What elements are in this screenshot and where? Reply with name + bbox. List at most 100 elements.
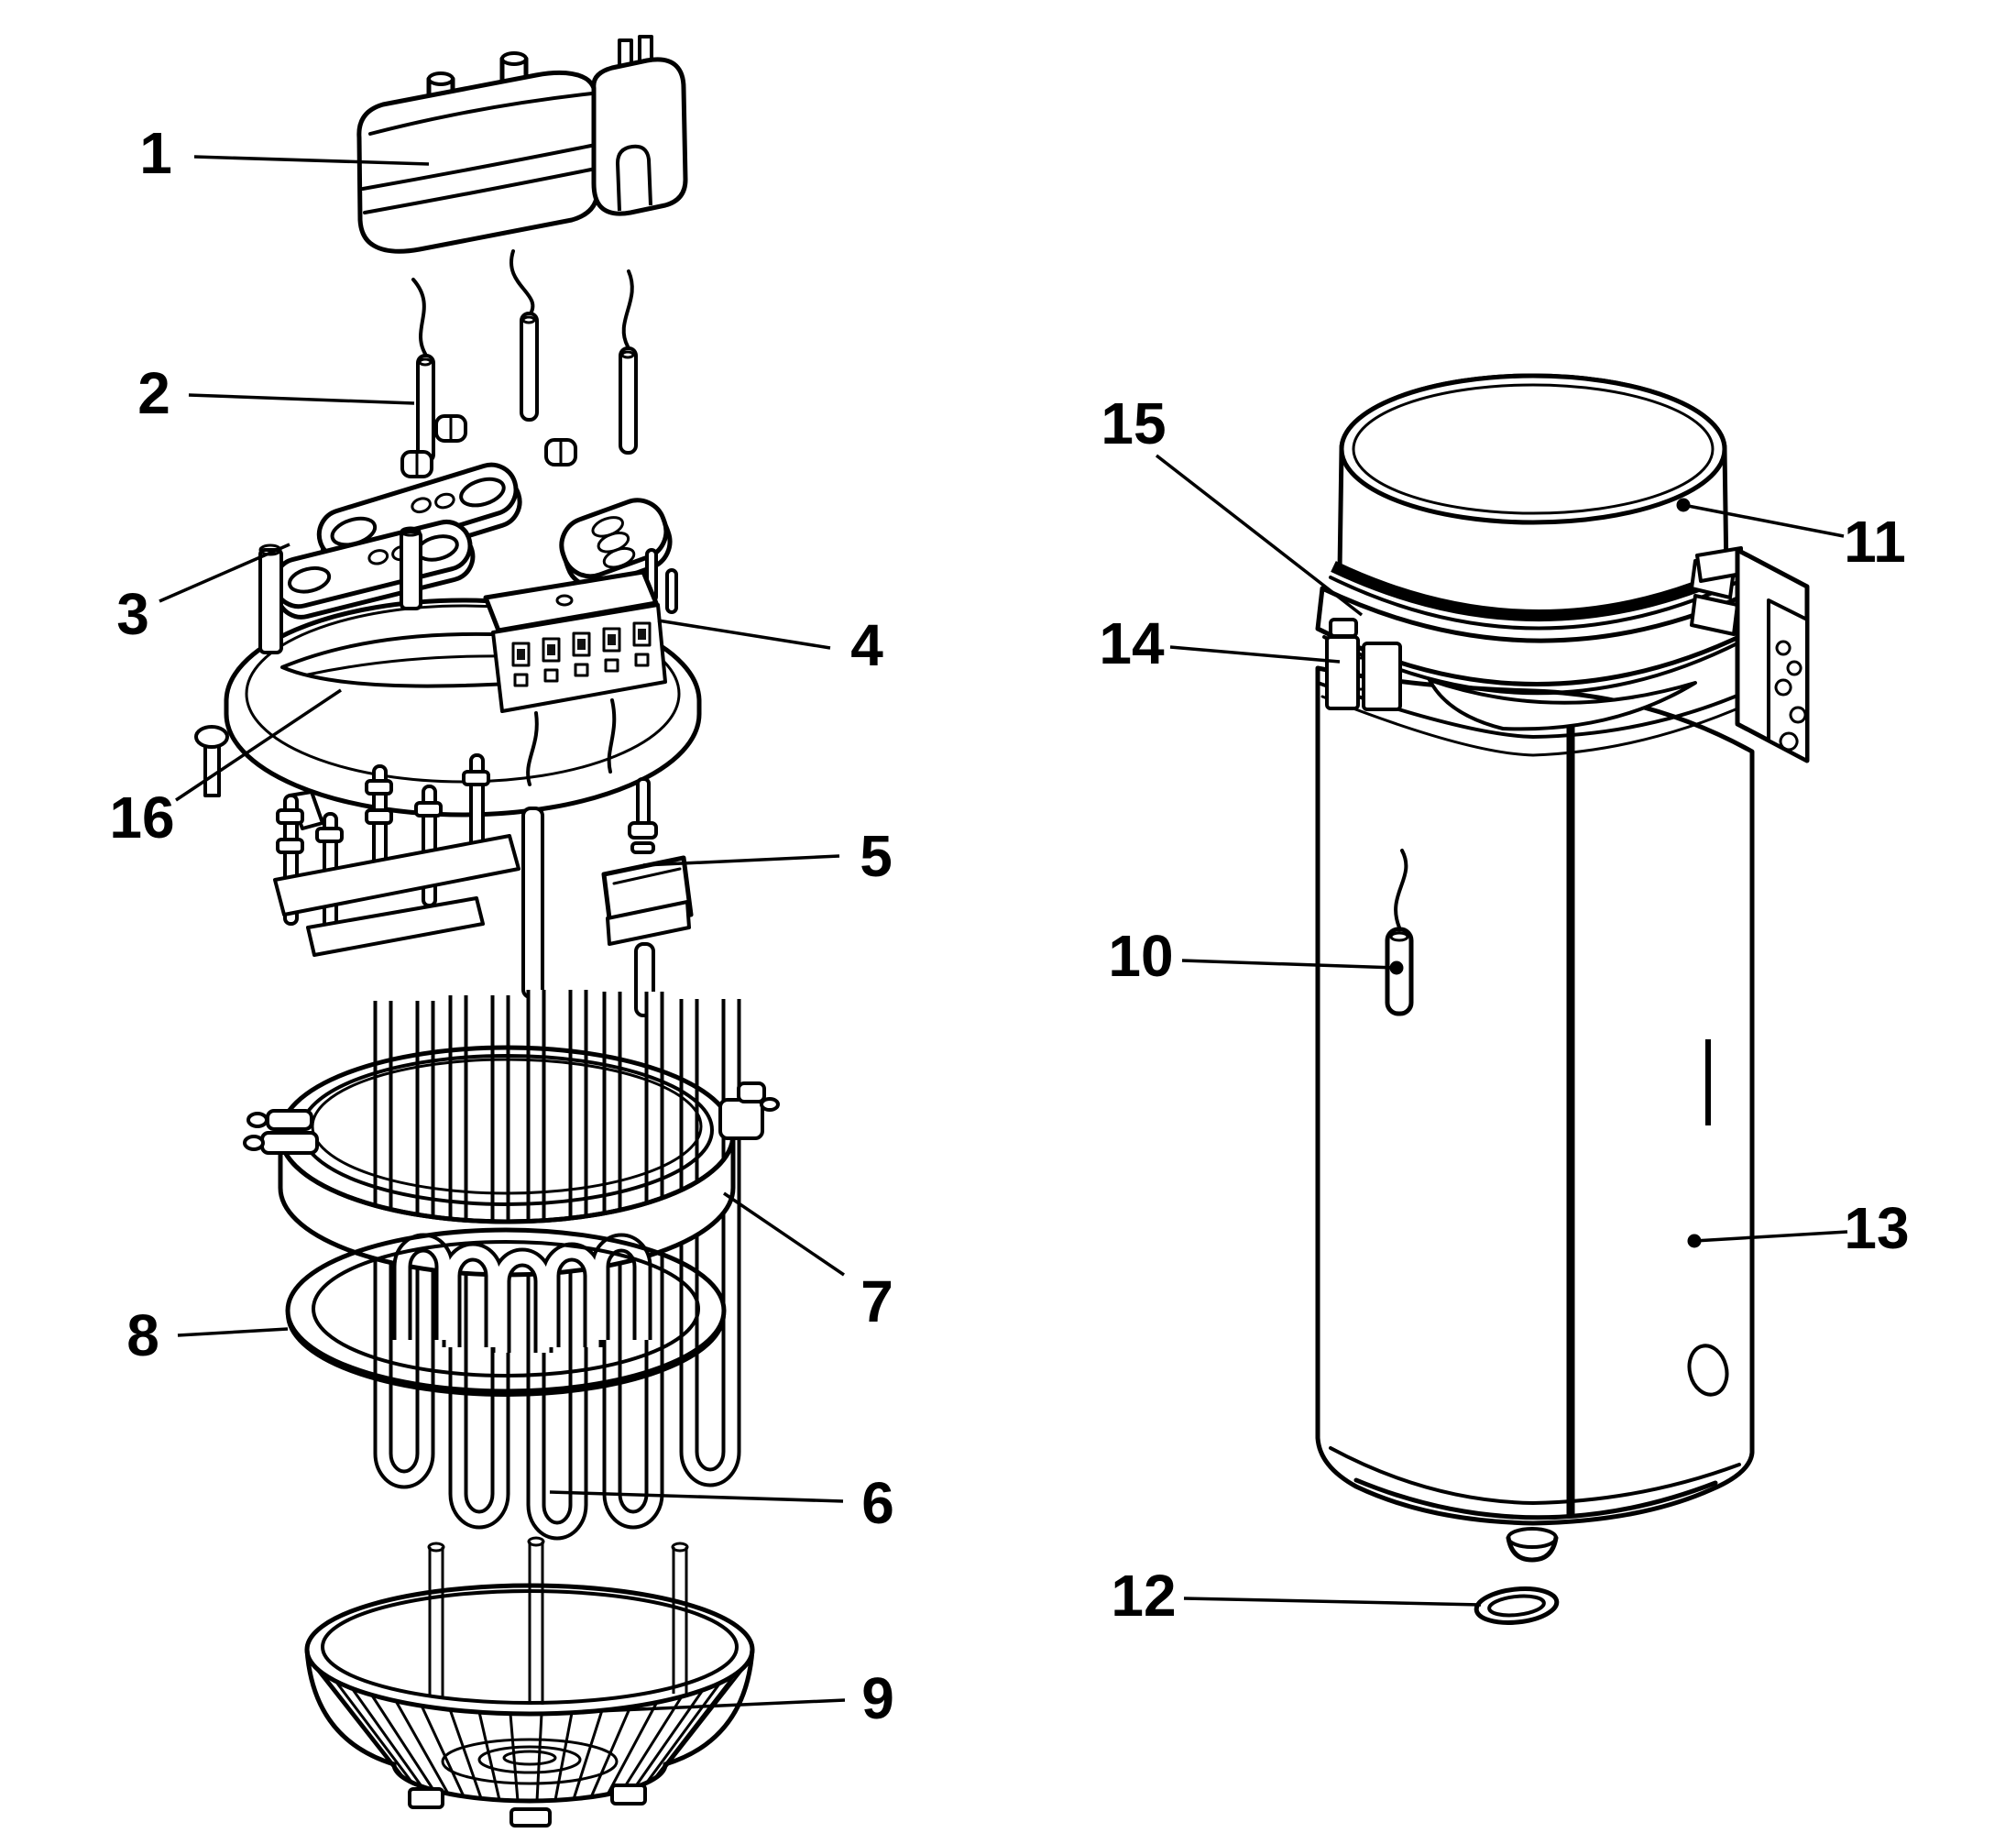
bushing-stud <box>636 777 651 830</box>
callout-5-leader <box>642 854 840 867</box>
thermostat-band-line-2 <box>363 167 597 214</box>
o-ring-inner <box>1487 1594 1546 1618</box>
center-tube <box>521 807 544 999</box>
basket-rim-inner <box>321 1589 739 1705</box>
tank-oval-mark <box>1687 1344 1729 1397</box>
limiter-stem-1-top <box>427 71 455 86</box>
bushing-line <box>612 867 682 885</box>
buckle-plate-1 <box>1325 635 1360 710</box>
tank-shoulder-arc-2 <box>1320 695 1750 757</box>
callout-10-leader <box>1181 959 1397 970</box>
basket-foot-center <box>509 1807 552 1828</box>
tank-shoulder-arc-1 <box>1316 681 1754 739</box>
callout-7-number: 7 <box>860 1268 893 1334</box>
top-cover <box>1337 373 1729 617</box>
callout-12-leader <box>1183 1597 1482 1607</box>
cutout-notch <box>616 144 652 212</box>
o-ring-outer <box>1474 1586 1560 1625</box>
element-hairpins <box>392 1233 652 1353</box>
probe-wire-right <box>621 269 634 348</box>
callout-2-leader <box>188 393 415 405</box>
standpipe-short-top <box>400 526 422 537</box>
tank-shell <box>1315 665 1755 1526</box>
strainer-basket <box>304 1583 755 1828</box>
clamp-bolt-left-2 <box>243 1135 265 1151</box>
tank-probe-cap <box>1389 931 1409 942</box>
bushing-washer <box>630 841 655 854</box>
buckle-plate-2 <box>1362 642 1402 711</box>
bushing-collar <box>606 900 691 946</box>
plate-dome-line <box>306 654 515 676</box>
terminal-lead-2 <box>607 698 617 774</box>
gasket-thickness <box>286 1312 726 1397</box>
stud-bar-upper <box>273 834 520 916</box>
terminal-slot-clamps <box>517 629 646 660</box>
bolt-left-shaft <box>203 742 221 797</box>
stud-nut <box>462 770 490 786</box>
buckle-shaft <box>1356 656 1365 691</box>
basket-floor-ring <box>441 1738 619 1785</box>
support-rod-top <box>671 1542 689 1553</box>
basket-foot <box>408 1787 444 1809</box>
buckle-screw-head <box>1329 618 1358 638</box>
probe-right <box>619 346 638 455</box>
basket-side-right <box>663 1647 755 1767</box>
probe-left <box>416 354 435 464</box>
clamp-bolt-left <box>247 1112 268 1128</box>
seal-band <box>1329 561 1737 631</box>
callout-10-number: 10 <box>1108 923 1173 989</box>
callout-1-leader <box>193 155 430 166</box>
terminal-lead-1 <box>526 711 539 786</box>
stud-nut <box>276 808 304 825</box>
o-ring <box>1474 1586 1560 1625</box>
basket-floor-ring-2 <box>477 1745 582 1774</box>
support-rod-top <box>527 1536 545 1547</box>
callout-4-number: 4 <box>850 612 883 678</box>
stud-bar-lower <box>306 896 485 957</box>
basket-side-left <box>304 1647 397 1767</box>
tank-nipple-base <box>1507 1527 1558 1549</box>
callout-13-number: 13 <box>1844 1195 1909 1261</box>
callout-6-leader <box>549 1490 844 1503</box>
thermostat-housings <box>356 35 688 317</box>
callout-11-dot <box>1676 498 1691 512</box>
thermostat-wire <box>509 249 535 317</box>
callout-14-number: 14 <box>1099 610 1165 676</box>
support-rods-outline <box>428 1542 688 1705</box>
callout-3-leader <box>159 543 290 603</box>
hex-nuts <box>400 414 577 478</box>
callout-5-number: 5 <box>860 823 893 889</box>
terminal-block <box>483 548 678 786</box>
callout-4-leader <box>657 619 831 650</box>
support-rods-core <box>431 1542 685 1705</box>
clamp-tab-2 <box>1690 594 1739 636</box>
callout-14-leader <box>1169 645 1341 664</box>
heating-elements <box>373 990 741 1541</box>
cover-top-inner <box>1352 383 1715 515</box>
bracket-arm <box>1695 546 1743 583</box>
link-hole-small <box>411 497 432 514</box>
thermostat-top-edge <box>368 92 594 136</box>
callout-7-leader <box>723 1191 845 1277</box>
callout-1-number: 1 <box>139 120 172 186</box>
callout-9-number: 9 <box>861 1665 894 1731</box>
gasket-ring <box>285 1227 727 1397</box>
callout-10-dot <box>1389 960 1404 975</box>
element-support-rods <box>427 1536 689 1705</box>
bushing-nut <box>628 821 658 840</box>
support-rod-top <box>427 1542 445 1553</box>
stud-nut <box>315 827 344 843</box>
callout-16-leader <box>175 688 342 802</box>
callout-2-number: 2 <box>137 360 170 426</box>
callout-8-leader <box>177 1327 289 1337</box>
probe-middle-cap <box>521 315 536 324</box>
seal-band-arc <box>1331 561 1736 621</box>
callout-13-leader <box>1693 1230 1848 1243</box>
callout-11-number: 11 <box>1844 509 1906 575</box>
flange-plate <box>224 526 702 830</box>
probe-wire-left <box>411 278 427 356</box>
callout-8-number: 8 <box>126 1302 159 1368</box>
clamp-bolt-right <box>760 1097 780 1112</box>
link-hole <box>459 477 506 508</box>
